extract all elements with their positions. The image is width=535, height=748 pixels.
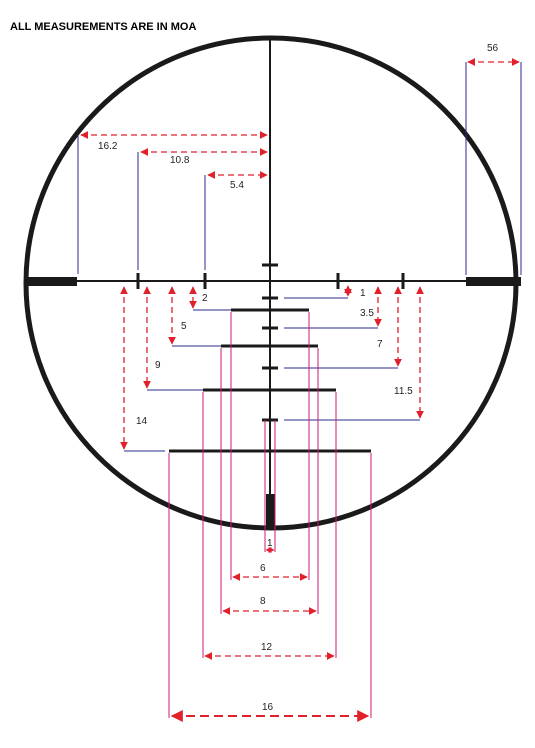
label-bar-1: 1 (267, 538, 273, 549)
label-left-post-gap: 16.2 (98, 141, 118, 152)
label-drop-2: 2 (202, 293, 208, 304)
diagram-title: ALL MEASUREMENTS ARE IN MOA (10, 21, 196, 33)
right-thick-post (466, 277, 521, 286)
label-drop-7: 7 (377, 339, 383, 350)
label-drop-5: 5 (181, 321, 187, 332)
label-drop-1: 1 (360, 288, 366, 299)
label-outer-hash: 10.8 (170, 155, 190, 166)
label-bar-12: 12 (261, 642, 273, 653)
label-bar-16: 16 (262, 702, 274, 713)
label-bar-6: 6 (260, 563, 266, 574)
label-field-width: 56 (487, 43, 499, 54)
label-bar-8: 8 (260, 596, 266, 607)
label-inner-hash: 5.4 (230, 180, 244, 191)
bottom-thick-post (266, 494, 275, 528)
label-drop-14: 14 (136, 416, 148, 427)
label-drop-3-5: 3.5 (360, 308, 374, 319)
left-thick-post (26, 277, 77, 286)
label-drop-9: 9 (155, 360, 161, 371)
label-drop-11-5: 11.5 (394, 386, 413, 397)
